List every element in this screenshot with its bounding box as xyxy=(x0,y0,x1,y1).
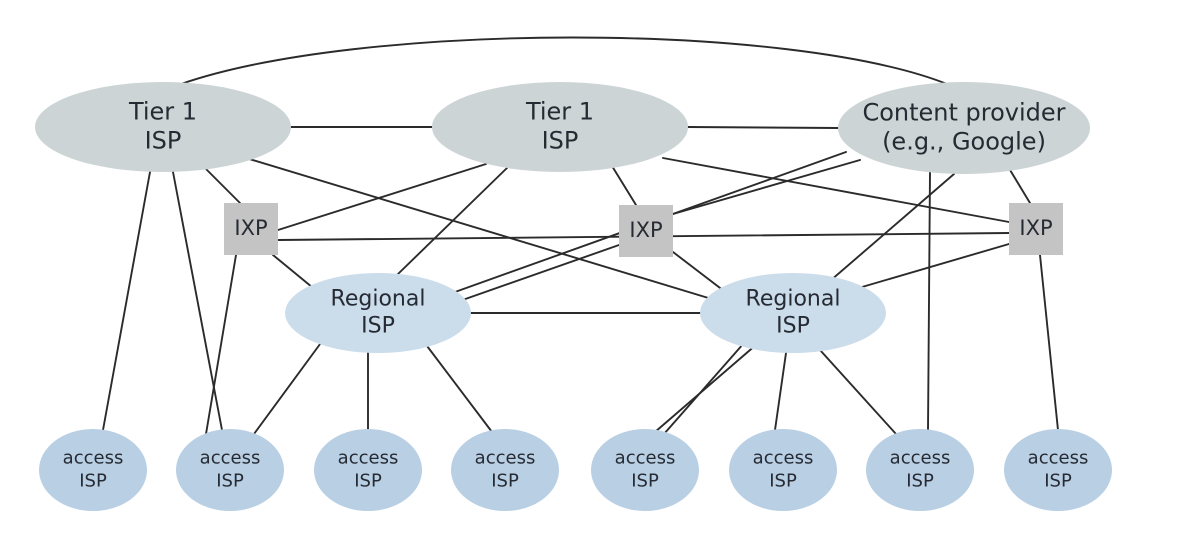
node-label-access_4-line1: access xyxy=(475,448,536,469)
node-ixp_3[interactable]: IXP xyxy=(1009,203,1063,255)
edge-ixp_3-to-regional_2 xyxy=(861,243,1010,288)
edge-tier1_a-to-content xyxy=(180,36,948,85)
node-content[interactable]: Content provider(e.g., Google) xyxy=(838,82,1090,174)
node-shape-content xyxy=(838,82,1090,174)
node-shape-regional_2 xyxy=(700,273,886,353)
node-label-ixp_3-line1: IXP xyxy=(1019,216,1052,240)
node-label-regional_2-line1: Regional xyxy=(746,287,841,312)
edge-content-to-ixp_2 xyxy=(672,159,861,215)
node-shape-regional_1 xyxy=(285,273,471,353)
node-shape-tier1_b xyxy=(432,82,688,172)
node-shape-access_6 xyxy=(729,429,837,511)
node-label-access_8-line2: ISP xyxy=(1044,471,1072,492)
edge-tier1_b-to-ixp_1 xyxy=(277,163,487,231)
edge-tier1_b-to-regional_1 xyxy=(397,166,509,275)
node-label-regional_1-line2: ISP xyxy=(361,314,395,339)
edge-tier1_b-to-ixp_2 xyxy=(611,165,637,206)
node-label-tier1_a-line2: ISP xyxy=(145,127,182,155)
node-label-access_5-line1: access xyxy=(615,448,676,469)
edge-tier1_a-to-access_2 xyxy=(172,171,223,431)
node-label-access_6-line2: ISP xyxy=(769,471,797,492)
node-label-access_6-line1: access xyxy=(753,448,814,469)
node-label-access_2-line1: access xyxy=(200,448,261,469)
node-label-access_4-line2: ISP xyxy=(491,471,519,492)
node-shape-access_3 xyxy=(314,429,422,511)
node-label-tier1_b-line1: Tier 1 xyxy=(525,98,594,126)
node-shape-access_1 xyxy=(39,429,147,511)
node-shape-access_4 xyxy=(451,429,559,511)
node-label-access_7-line1: access xyxy=(890,448,951,469)
node-label-tier1_a-line1: Tier 1 xyxy=(128,98,197,126)
node-ixp_2[interactable]: IXP xyxy=(619,205,673,257)
edge-tier1_b-to-content xyxy=(687,126,839,129)
node-label-access_1-line1: access xyxy=(63,448,124,469)
node-shape-access_5 xyxy=(591,429,699,511)
node-label-regional_2-line2: ISP xyxy=(776,314,810,339)
edge-ixp_3-to-access_8 xyxy=(1039,254,1059,431)
edge-ixp_2-to-regional_2 xyxy=(672,251,725,292)
node-label-access_8-line1: access xyxy=(1028,448,1089,469)
edge-tier1_a-to-access_1 xyxy=(102,171,151,431)
edge-tier1_a-to-ixp_1 xyxy=(203,166,241,204)
node-label-content-line1: Content provider xyxy=(862,99,1065,127)
edge-ixp_1-to-access_2 xyxy=(205,254,237,435)
node-shape-ixp_1 xyxy=(224,203,278,255)
edge-regional_2-to-access_5 xyxy=(663,342,745,435)
node-label-access_1-line2: ISP xyxy=(79,471,107,492)
node-label-access_5-line2: ISP xyxy=(631,471,659,492)
node-label-access_3-line1: access xyxy=(338,448,399,469)
edge-regional_1-to-access_2 xyxy=(253,339,324,435)
node-shape-access_2 xyxy=(176,429,284,511)
node-shape-tier1_a xyxy=(35,82,291,172)
node-label-tier1_b-line2: ISP xyxy=(542,127,579,155)
edge-regional_2-to-access_6 xyxy=(774,352,787,431)
node-shape-ixp_2 xyxy=(619,205,673,257)
edge-regional_2-to-access_7 xyxy=(819,349,897,435)
node-shape-access_7 xyxy=(866,429,974,511)
node-label-access_7-line2: ISP xyxy=(906,471,934,492)
node-shape-ixp_3 xyxy=(1009,203,1063,255)
node-label-ixp_1-line1: IXP xyxy=(234,216,267,240)
edge-content-to-ixp_3 xyxy=(1006,164,1031,204)
node-label-access_2-line2: ISP xyxy=(216,471,244,492)
edge-regional_1-to-access_4 xyxy=(423,341,493,433)
edge-tier1_b-to-ixp_3 xyxy=(662,157,1010,223)
node-label-ixp_2-line1: IXP xyxy=(629,218,662,242)
node-label-content-line2: (e.g., Google) xyxy=(882,128,1046,156)
node-shape-access_8 xyxy=(1004,429,1112,511)
edge-content-to-access_7 xyxy=(927,171,931,431)
node-ixp_1[interactable]: IXP xyxy=(224,203,278,255)
edge-tier1_a-to-regional_2 xyxy=(245,157,716,301)
node-label-regional_1-line1: Regional xyxy=(331,287,426,312)
node-label-access_3-line2: ISP xyxy=(354,471,382,492)
